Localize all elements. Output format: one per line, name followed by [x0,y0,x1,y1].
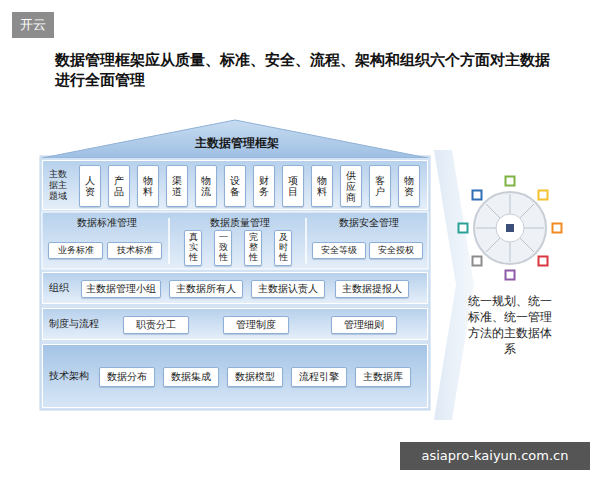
item-box: 数据集成 [163,367,219,387]
item-label: 物流 [201,175,211,197]
item-label: 真实性 [189,233,198,263]
vertical-item-box: 一致性 [214,230,232,266]
item-box: 主数据认责人 [251,280,325,298]
vertical-item-box: 物流 [195,165,217,207]
item-label: 主数据管理小组 [86,283,156,296]
layer-name: 组织 [49,281,69,295]
vertical-item-box: 及时性 [274,230,292,266]
divider [305,218,307,264]
vertical-item-box: 渠道 [166,165,188,207]
item-box: 技术标准 [107,242,162,259]
item-label: 数据分布 [107,371,147,384]
item-label: 流程引擎 [299,371,339,384]
watermark: 开云 [12,12,54,38]
management-group: 数据安全管理安全等级 安全授权 [308,214,429,266]
layer-band: 技术架构 数据分布 数据集成 数据模型 流程引擎 主数据库 [42,344,428,408]
title-rule [35,99,565,101]
layer-band: 制度与流程 职责分工 管理制度 管理细则 [42,308,428,340]
item-label: 技术标准 [117,244,153,257]
chevron-arrow [434,150,474,420]
frame-title: 主数据管理框架 [42,135,431,152]
item-label: 物料 [317,175,327,197]
vertical-item-box: 物料 [137,165,159,207]
vertical-item-box: 供应商 [340,165,362,207]
house-body [40,156,430,410]
item-box: 安全授权 [369,242,423,259]
wheel-illustration [459,177,562,280]
layer-name: 制度与流程 [49,317,99,331]
summary-note: 统一规划、统一标准、统一管理方法的主数据体系 [466,293,554,357]
divider [168,218,170,264]
item-label: 财务 [259,175,269,197]
item-label: 职责分工 [136,319,176,332]
item-label: 物资 [404,175,414,197]
item-label: 安全等级 [321,244,357,257]
layer-name: 技术架构 [49,369,89,383]
item-label: 设备 [230,175,240,197]
management-group: 数据质量管理真实性 一致性 完整性 及时性 [172,214,307,266]
vertical-item-box: 物料 [311,165,333,207]
item-label: 管理制度 [236,319,276,332]
item-label: 及时性 [279,233,288,263]
layer-band: 组织 主数据管理小组 主数据所有人 主数据认责人 主数据提报人 [42,272,428,304]
management-group: 数据标准管理业务标准 技术标准 [44,214,169,266]
item-box: 职责分工 [123,316,189,334]
item-box: 数据模型 [227,367,283,387]
vertical-item-box: 客户 [369,165,391,207]
item-box: 数据分布 [99,367,155,387]
watermark: asiapro-kaiyun.com.cn [400,442,590,470]
item-label: 完整性 [249,233,258,263]
item-box: 主数据管理小组 [81,280,161,298]
vertical-item-box: 完整性 [244,230,262,266]
item-label: 渠道 [172,175,182,197]
item-label: 主数据提报人 [342,283,402,296]
item-label: 人资 [85,175,95,197]
vertical-item-box: 项目 [282,165,304,207]
item-label: 主数据所有人 [176,283,236,296]
vertical-item-box: 产品 [108,165,130,207]
vertical-item-box: 人资 [79,165,101,207]
item-label: 客户 [375,175,385,197]
vertical-item-box: 设备 [224,165,246,207]
vertical-item-box: 财务 [253,165,275,207]
item-label: 数据模型 [235,371,275,384]
item-box: 主数据库 [355,367,411,387]
item-label: 产品 [114,175,124,197]
item-box: 流程引擎 [291,367,347,387]
item-box: 主数据所有人 [169,280,243,298]
group-heading: 数据标准管理 [44,216,169,230]
group-heading: 数据安全管理 [308,216,429,230]
vertical-item-box: 物资 [398,165,420,207]
item-label: 安全授权 [378,244,414,257]
item-box: 安全等级 [312,242,366,259]
item-box: 主数据提报人 [335,280,409,298]
item-label: 主数据库 [363,371,403,384]
item-box: 业务标准 [48,242,103,259]
group-heading: 数据质量管理 [172,216,307,230]
roof-banner: 主数据管理框架 [42,118,431,158]
item-label: 一致性 [219,233,228,263]
layer-name: 主数据主题域 [49,169,68,201]
item-label: 物料 [143,175,153,197]
item-label: 供应商 [346,170,356,203]
item-label: 项目 [288,175,298,197]
item-box: 管理制度 [223,316,289,334]
item-label: 业务标准 [58,244,94,257]
item-box: 管理细则 [331,316,397,334]
vertical-item-box: 真实性 [184,230,202,266]
item-label: 数据集成 [171,371,211,384]
row-band [42,212,428,269]
domain-band: 主数据主题域人资产品物料渠道物流设备财务项目物料供应商客户物资 [42,160,428,210]
item-label: 管理细则 [344,319,384,332]
item-label: 主数据认责人 [258,283,318,296]
page-title: 数据管理框架应从质量、标准、安全、流程、架构和组织六个方面对主数据进行全面管理 [55,50,560,91]
